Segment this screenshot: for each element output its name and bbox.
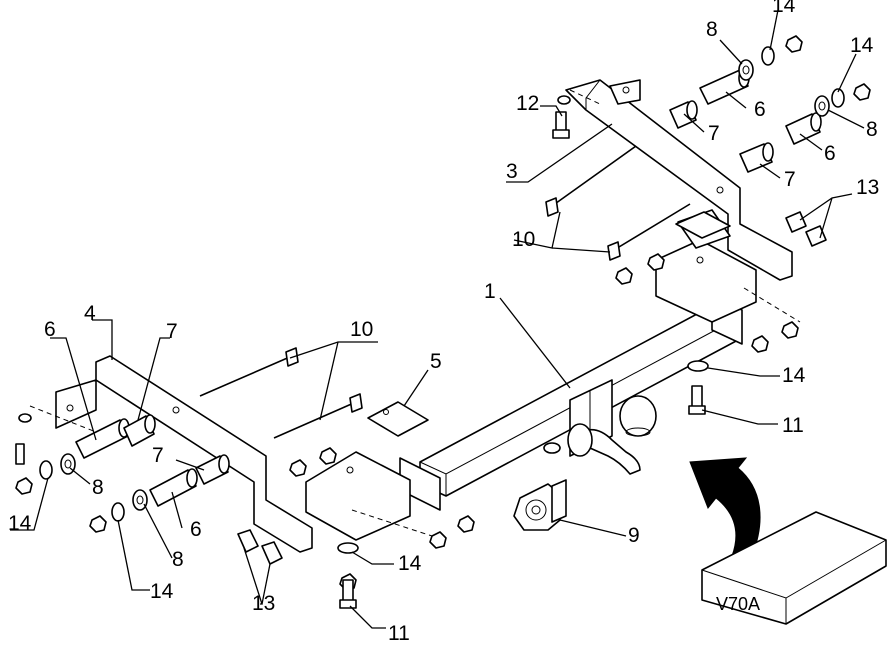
- long-bolts: [199, 145, 691, 439]
- nuts: [15, 35, 871, 591]
- callout-4: 4: [84, 302, 96, 325]
- spacer-tubes: [75, 68, 822, 507]
- callout-10-right: 10: [512, 228, 535, 251]
- crossbar-part: [399, 295, 743, 511]
- callout-13-right: 13: [856, 176, 879, 199]
- callout-14-top-right: 14: [850, 34, 874, 57]
- callout-10-left: 10: [350, 318, 373, 341]
- callout-6-right-top: 6: [754, 98, 766, 121]
- callout-6-left: 6: [44, 318, 56, 341]
- callout-8-lower: 8: [172, 548, 184, 571]
- washers: [18, 46, 845, 554]
- callout-6-right-mid: 6: [824, 142, 836, 165]
- callout-9: 9: [628, 524, 640, 547]
- callout-11-lower: 11: [388, 622, 410, 645]
- callout-7-right-top: 7: [708, 122, 720, 145]
- spacer-plate-right: [675, 211, 731, 239]
- callout-5: 5: [430, 350, 442, 373]
- callout-14-center: 14: [398, 552, 422, 575]
- callout-8-left: 8: [92, 476, 104, 499]
- callout-14-right: 14: [782, 364, 806, 387]
- callout-8-right-mid: 8: [866, 118, 878, 141]
- callout-13-lower: 13: [252, 592, 275, 615]
- alignment-lines: [29, 89, 801, 537]
- callout-11-right: 11: [782, 414, 804, 437]
- callout-1: 1: [484, 280, 496, 303]
- callout-14-top: 14: [772, 0, 796, 17]
- spacer-plate-left: [367, 401, 429, 437]
- callout-7-right-mid: 7: [784, 168, 796, 191]
- callout-7-lower: 7: [152, 444, 164, 467]
- short-bolts: [15, 111, 827, 609]
- callout-14-lower: 14: [150, 580, 174, 603]
- vehicle-code-label: V70A: [716, 594, 760, 614]
- left-side-bracket: [55, 355, 411, 553]
- callout-labels: 1 3 4 5 6 6 6 6 7 7 7 7 8 8 8 8 9 10 10 …: [8, 0, 879, 645]
- callout-3: 3: [506, 160, 518, 183]
- tow-ball: [543, 395, 657, 475]
- callout-12: 12: [516, 92, 539, 115]
- socket-plate: [513, 479, 567, 531]
- orientation-arrow: [689, 457, 761, 557]
- callout-8-right-top: 8: [706, 18, 718, 41]
- callout-14-left: 14: [8, 512, 32, 535]
- leader-lines: [10, 9, 865, 629]
- vehicle-code-box: V70A: [701, 511, 887, 625]
- callout-6-lower: 6: [190, 518, 202, 541]
- callout-7-left: 7: [166, 320, 178, 343]
